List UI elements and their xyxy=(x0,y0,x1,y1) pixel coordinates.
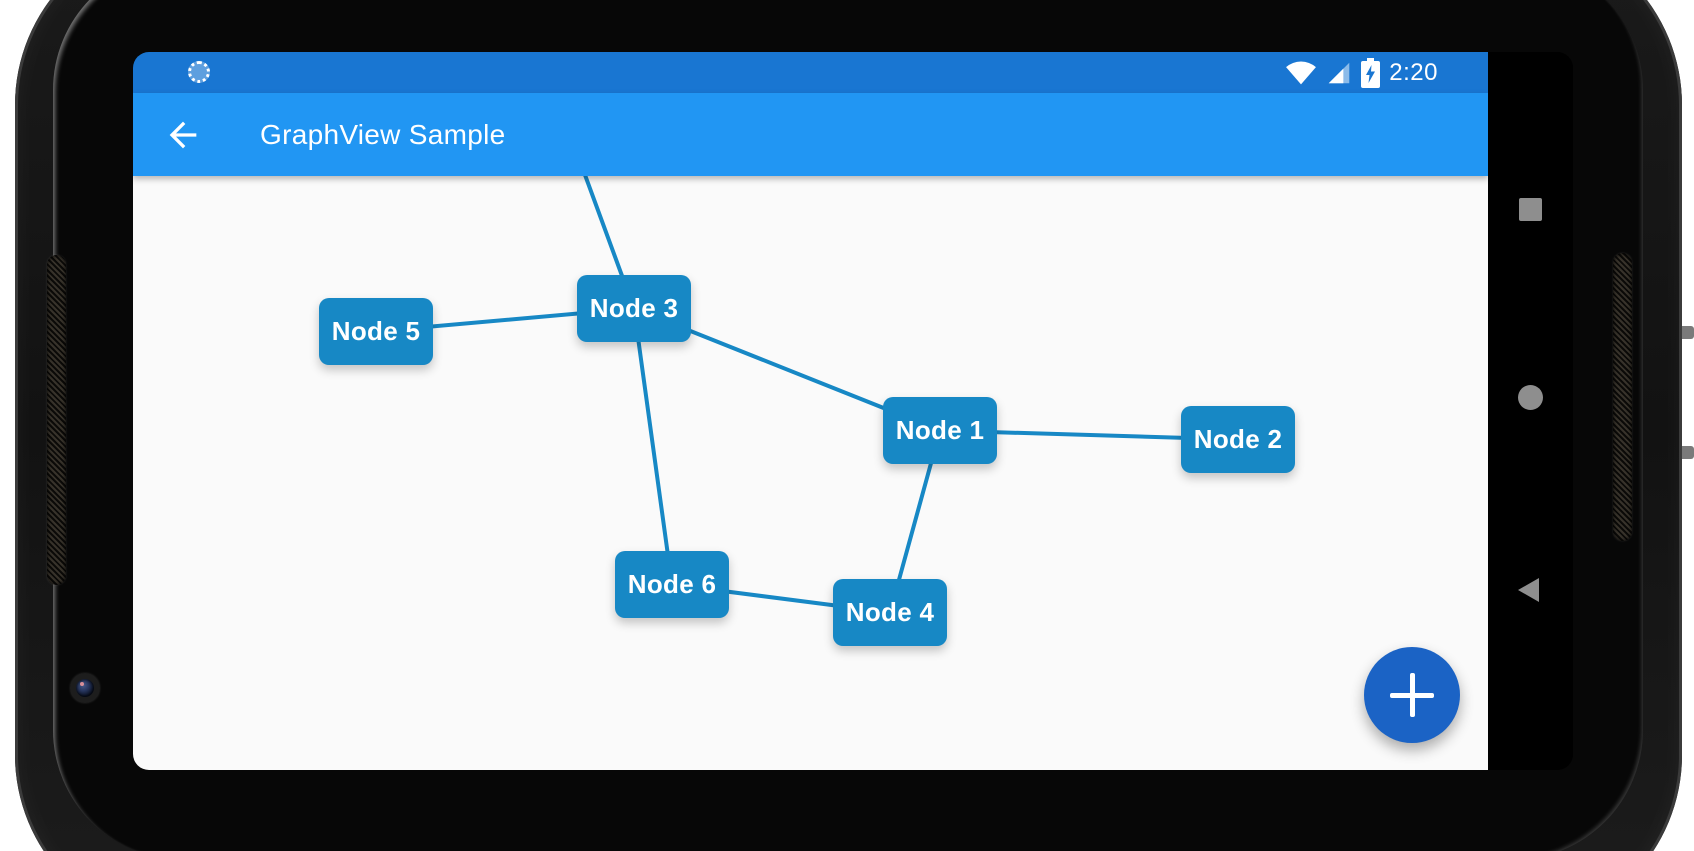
phone-screen: 2:20 GraphView Sample Node 1 Node 2 Node 3… xyxy=(133,52,1573,770)
recents-square-icon[interactable] xyxy=(1519,198,1542,221)
app-bar: GraphView Sample xyxy=(133,93,1488,176)
back-button[interactable] xyxy=(163,115,203,155)
graph-node-node1[interactable]: Node 1 xyxy=(883,397,997,464)
power-button xyxy=(1682,326,1694,339)
app-window: 2:20 GraphView Sample Node 1 Node 2 Node 3… xyxy=(133,52,1488,770)
add-node-fab[interactable] xyxy=(1364,647,1460,743)
graph-canvas: Node 1 Node 2 Node 3 Node 4 Node 5 Node 6 xyxy=(133,176,1488,770)
wifi-icon xyxy=(1286,61,1317,84)
android-nav-bar xyxy=(1488,52,1573,770)
plus-icon xyxy=(1409,673,1415,717)
page-title: GraphView Sample xyxy=(260,118,506,150)
graph-node-label: Node 4 xyxy=(845,597,935,627)
battery-charging-icon xyxy=(1361,57,1381,88)
status-bar: 2:20 xyxy=(133,52,1488,93)
status-bar-right-icons: 2:20 xyxy=(1285,52,1438,93)
cell-signal-icon xyxy=(1328,62,1350,83)
edge-node3-node6 xyxy=(632,306,674,587)
graph-node-node4[interactable]: Node 4 xyxy=(833,579,947,646)
arrow-left-icon xyxy=(169,121,197,149)
graph-node-label: Node 1 xyxy=(895,415,985,445)
edge-layer xyxy=(374,176,1240,615)
graph-node-node5[interactable]: Node 5 xyxy=(319,298,433,365)
status-clock: 2:20 xyxy=(1389,58,1438,86)
back-triangle-icon[interactable] xyxy=(1518,578,1539,602)
speaker-grille-left xyxy=(47,255,66,585)
graph-node-label: Node 6 xyxy=(627,569,717,599)
graph-node-node3[interactable]: Node 3 xyxy=(577,275,691,342)
graph-node-node6[interactable]: Node 6 xyxy=(615,551,729,618)
front-camera xyxy=(70,673,100,703)
graph-node-label: Node 2 xyxy=(1193,424,1283,454)
graph-node-label: Node 5 xyxy=(331,316,421,346)
graph-node-node2[interactable]: Node 2 xyxy=(1181,406,1295,473)
volume-button xyxy=(1682,446,1694,459)
home-circle-icon[interactable] xyxy=(1518,385,1543,410)
speaker-grille-right xyxy=(1613,253,1632,541)
notification-spinner-icon xyxy=(188,61,210,83)
graph-node-label: Node 3 xyxy=(589,293,679,323)
